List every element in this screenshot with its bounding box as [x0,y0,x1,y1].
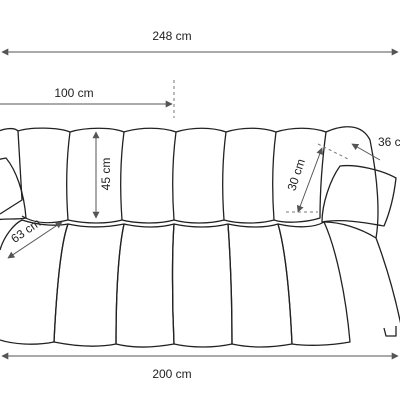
back-width-label: 100 cm [54,86,93,100]
sofa-outline [0,126,400,348]
pillow-height-label: 30 cm [284,157,307,192]
seat-width-dimension: 200 cm [1,352,399,381]
sofa-foot [383,326,397,337]
seat-depth-label: 63 cm [8,216,43,246]
back-cushions [0,126,379,239]
seat-cushion-3 [115,223,175,348]
left-pillow [0,157,27,221]
seat-cushion-2 [53,223,125,347]
seat-depth-line [7,221,63,259]
seat-cushions [0,219,400,348]
seat-width-label: 200 cm [152,367,191,381]
back-cushion-2 [17,127,71,224]
pillow-height-line [296,147,324,213]
pillow-width-line [351,143,381,161]
seat-cushion-6 [277,221,351,346]
cushion-height-label: 45 cm [99,158,113,191]
cushion-height-dimension: 45 cm [92,131,113,219]
back-width-dimension: 100 cm [0,80,175,118]
pillow-width-dimension: 36 cm [351,135,400,161]
total-width-dimension: 248 cm [1,29,399,56]
back-cushion-6 [223,127,277,224]
back-cushion-4 [121,127,177,224]
back-cushion-3 [67,127,125,224]
seat-cushion-4 [171,223,233,348]
pillow-width-label: 36 cm [378,135,400,149]
back-cushion-8 [325,126,379,239]
back-cushion-1 [0,127,23,215]
pillow-height-dimension: 30 cm [284,143,351,213]
seat-cushion-7 [323,221,400,324]
back-cushion-5 [173,127,227,224]
right-pillow [321,164,397,227]
total-width-label: 248 cm [152,29,191,43]
